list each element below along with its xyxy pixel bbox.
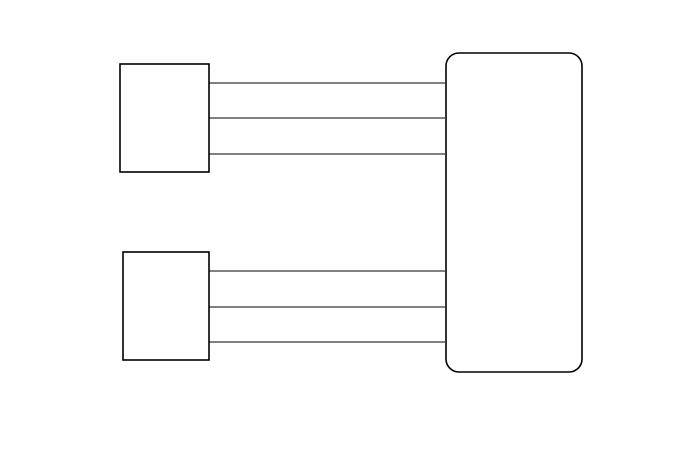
upper-left-block	[119, 63, 210, 173]
right-block	[445, 52, 583, 373]
lower-left-block	[122, 251, 210, 361]
